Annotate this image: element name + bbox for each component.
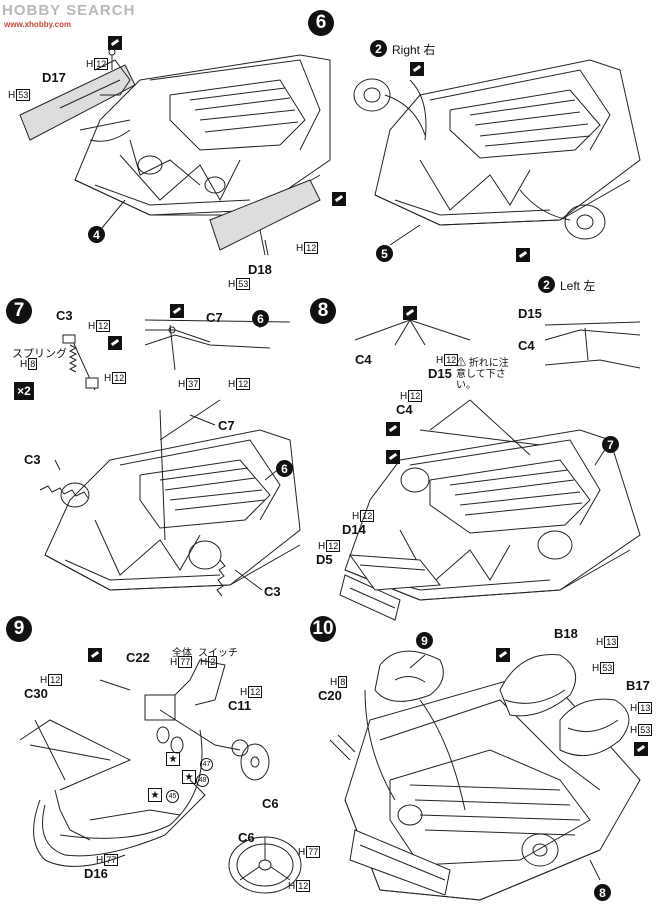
part-label-c30: C30 bbox=[24, 686, 48, 701]
part-label-c3-right: C3 bbox=[264, 584, 281, 599]
part-label-c7-main: C7 bbox=[218, 418, 235, 433]
part-label-c7: C7 bbox=[206, 310, 223, 325]
glue-icon bbox=[108, 36, 122, 50]
step5-chassis-drawing bbox=[19, 48, 331, 256]
watermark-url: www.xhobby.com bbox=[4, 20, 72, 29]
glue-icon bbox=[108, 336, 122, 350]
part-label-c22: C22 bbox=[126, 650, 150, 665]
ref-step-4: 4 bbox=[88, 226, 105, 243]
ref-step-2-right: 2 bbox=[370, 40, 387, 57]
ref-step-5: 5 bbox=[376, 245, 393, 262]
step-number-7: 7 bbox=[6, 298, 32, 324]
glue-icon bbox=[634, 742, 648, 756]
glue-icon bbox=[403, 306, 417, 320]
warning-note: ⚠ 折れに注意して下さい。 bbox=[456, 358, 509, 391]
multiplier-badge: ×2 bbox=[14, 382, 34, 400]
step-number-9: 9 bbox=[6, 616, 32, 642]
ref-step-9: 9 bbox=[416, 632, 433, 649]
leader-lines bbox=[54, 199, 607, 881]
part-label-d18: D18 bbox=[248, 262, 272, 277]
number-marker: 45 bbox=[166, 790, 179, 803]
ref-step-8: 8 bbox=[594, 884, 611, 901]
part-label-c4: C4 bbox=[396, 402, 413, 417]
grease-icon bbox=[88, 648, 102, 662]
part-label-d16: D16 bbox=[84, 866, 108, 881]
part-label-c11: C11 bbox=[228, 698, 252, 713]
glue-icon bbox=[496, 648, 510, 662]
star-marker: ★ bbox=[182, 770, 196, 784]
part-label-d14: D14 bbox=[342, 522, 366, 537]
part-label-c6-detail: C6 bbox=[238, 830, 255, 845]
star-marker: ★ bbox=[166, 752, 180, 766]
part-label-d15: D15 bbox=[428, 366, 452, 381]
whole-label: 全体 bbox=[172, 648, 192, 659]
part-label-c3-left: C3 bbox=[24, 452, 41, 467]
step9-drawings bbox=[19, 659, 302, 894]
step10-drawings bbox=[329, 650, 641, 901]
step-number-10: 10 bbox=[310, 616, 336, 642]
ref-step-2-left: 2 bbox=[538, 276, 555, 293]
number-marker: 48 bbox=[196, 774, 209, 787]
part-label-c20: C20 bbox=[318, 688, 342, 703]
ref-step-7: 7 bbox=[602, 436, 619, 453]
part-label-b17: B17 bbox=[626, 678, 650, 693]
part-label-c6: C6 bbox=[262, 796, 279, 811]
step6-chassis-drawing bbox=[353, 59, 641, 240]
ref-step-6: 6 bbox=[252, 310, 269, 327]
right-label: Right 右 bbox=[392, 43, 436, 57]
part-label-d5: D5 bbox=[316, 552, 333, 567]
step-number-8: 8 bbox=[310, 298, 336, 324]
number-marker: 47 bbox=[200, 758, 213, 771]
ref-step-6-main: 6 bbox=[276, 460, 293, 477]
glue-icon bbox=[170, 304, 184, 318]
glue-icon bbox=[332, 192, 346, 206]
part-label-c4-detail: C4 bbox=[355, 352, 372, 367]
step-number-6: 6 bbox=[308, 10, 334, 36]
left-label: Left 左 bbox=[560, 279, 596, 293]
grease-icon bbox=[516, 248, 530, 262]
star-marker: ★ bbox=[148, 788, 162, 802]
cement-icon bbox=[386, 422, 400, 436]
warning-icon: ⚠ bbox=[456, 358, 466, 369]
watermark-brand: HOBBY SEARCH bbox=[2, 2, 136, 19]
spring-label: スプリング bbox=[12, 348, 67, 360]
part-label-d17: D17 bbox=[42, 70, 66, 85]
step8-drawings bbox=[339, 319, 641, 621]
grease-icon bbox=[386, 450, 400, 464]
step7-chassis-drawing bbox=[39, 399, 301, 597]
part-label-c3: C3 bbox=[56, 308, 73, 323]
part-label-c4-detail2: C4 bbox=[518, 338, 535, 353]
part-label-d15-detail: D15 bbox=[518, 306, 542, 321]
part-label-b18: B18 bbox=[554, 626, 578, 641]
switch-label: スイッチ bbox=[198, 648, 238, 659]
grease-icon bbox=[410, 62, 424, 76]
